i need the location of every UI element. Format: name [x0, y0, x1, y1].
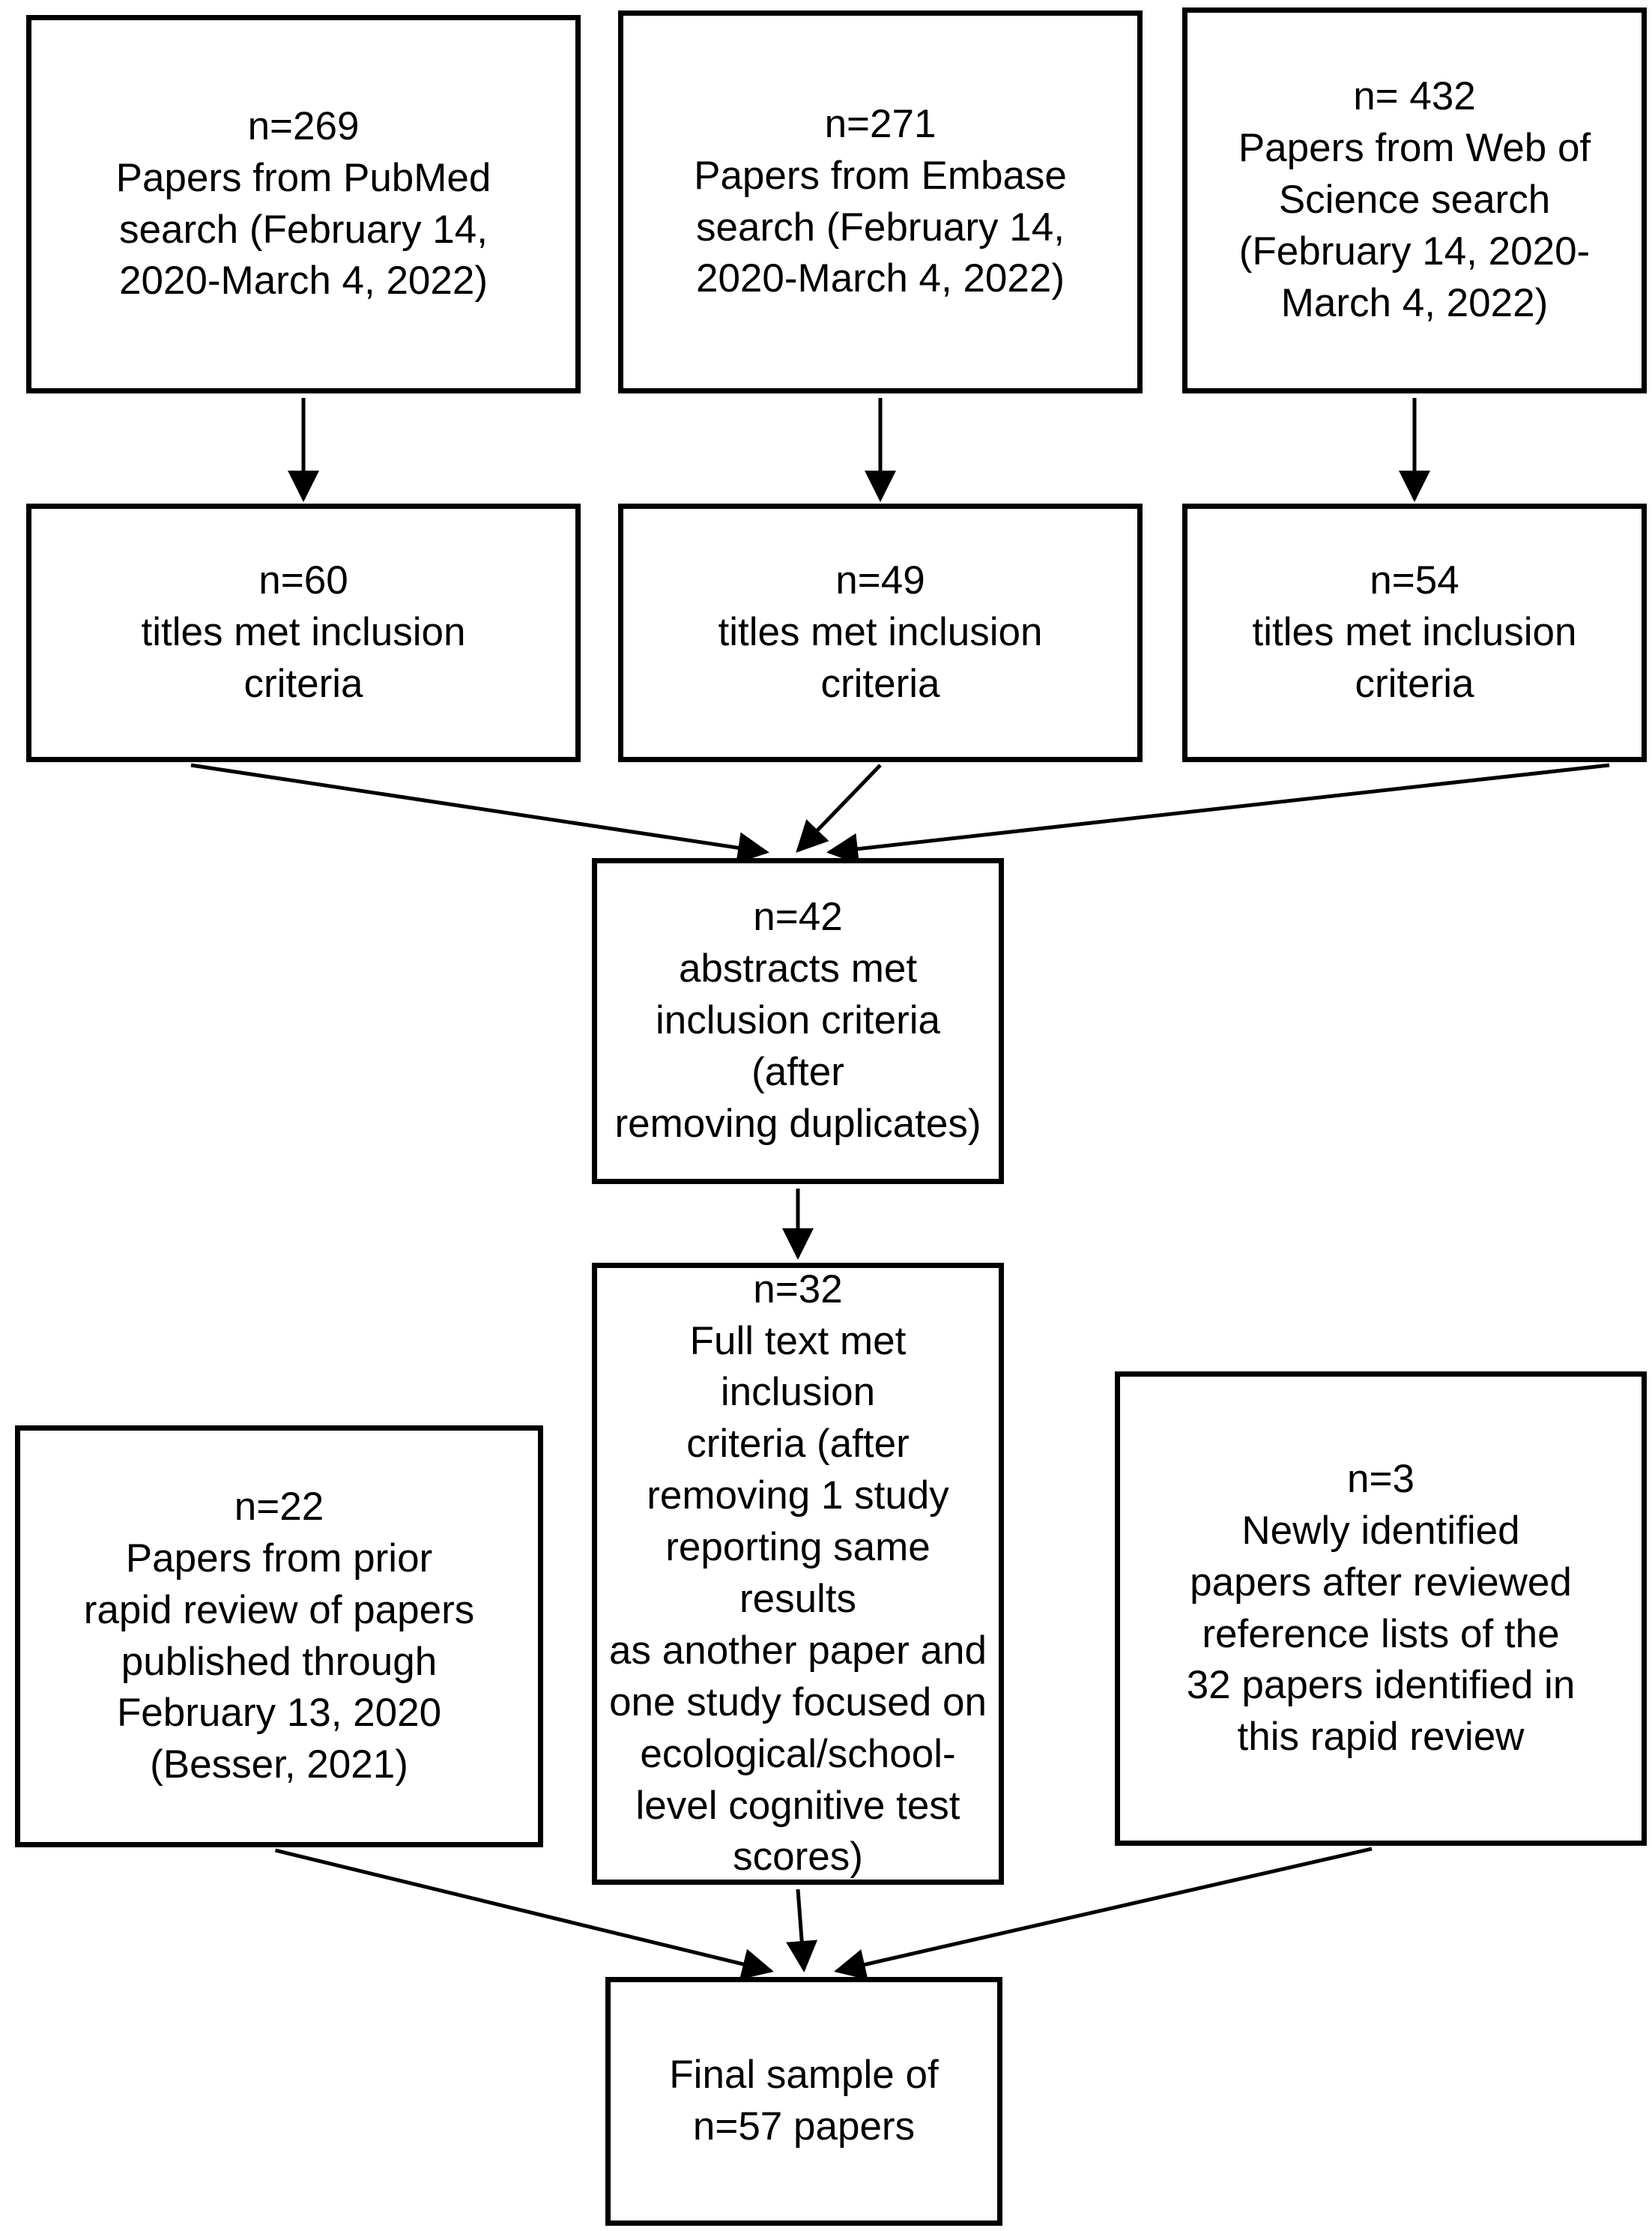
node-newly-identified-papers[interactable]: n=3 Newly identified papers after review…: [1115, 1371, 1647, 1846]
node-titles-web-of-science-label: n=54 titles met inclusion criteria: [1252, 558, 1577, 706]
node-titles-embase[interactable]: n=49 titles met inclusion criteria: [618, 504, 1143, 762]
node-newly-identified-papers-label: n=3 Newly identified papers after review…: [1186, 1456, 1576, 1760]
node-titles-web-of-science[interactable]: n=54 titles met inclusion criteria: [1182, 504, 1647, 762]
node-pubmed-source[interactable]: n=269 Papers from PubMed search (Februar…: [26, 15, 581, 393]
node-final-sample-label: Final sample of n=57 papers: [669, 2053, 939, 2149]
node-final-sample[interactable]: Final sample of n=57 papers: [605, 1977, 1002, 2226]
arrow-titles-pubmed-to-abstracts: [190, 763, 769, 864]
arrow-fulltext-to-final: [786, 1889, 818, 1972]
node-web-of-science-source-label: n= 432 Papers from Web of Science search…: [1238, 74, 1591, 325]
node-embase-source-label: n=271 Papers from Embase search (Februar…: [694, 101, 1067, 301]
node-prior-rapid-review-label: n=22 Papers from prior rapid review of p…: [83, 1484, 475, 1787]
node-full-text-met-criteria[interactable]: n=32 Full text met inclusion criteria (a…: [592, 1263, 1004, 1885]
node-titles-pubmed[interactable]: n=60 titles met inclusion criteria: [26, 504, 581, 762]
node-prior-rapid-review[interactable]: n=22 Papers from prior rapid review of p…: [15, 1425, 543, 1847]
arrow-titles-embase-to-abstracts: [796, 764, 882, 853]
node-titles-embase-label: n=49 titles met inclusion criteria: [718, 558, 1043, 706]
node-titles-pubmed-label: n=60 titles met inclusion criteria: [141, 558, 466, 706]
node-abstracts-met-criteria[interactable]: n=42 abstracts met inclusion criteria (a…: [592, 858, 1004, 1184]
node-full-text-met-criteria-label: n=32 Full text met inclusion criteria (a…: [609, 1267, 987, 1880]
node-embase-source[interactable]: n=271 Papers from Embase search (Februar…: [618, 10, 1143, 393]
node-web-of-science-source[interactable]: n= 432 Papers from Web of Science search…: [1182, 7, 1647, 393]
node-abstracts-met-criteria-label: n=42 abstracts met inclusion criteria (a…: [614, 895, 981, 1146]
node-pubmed-source-label: n=269 Papers from PubMed search (Februar…: [115, 103, 491, 304]
arrow-titles-wos-to-abstracts: [826, 763, 1610, 865]
